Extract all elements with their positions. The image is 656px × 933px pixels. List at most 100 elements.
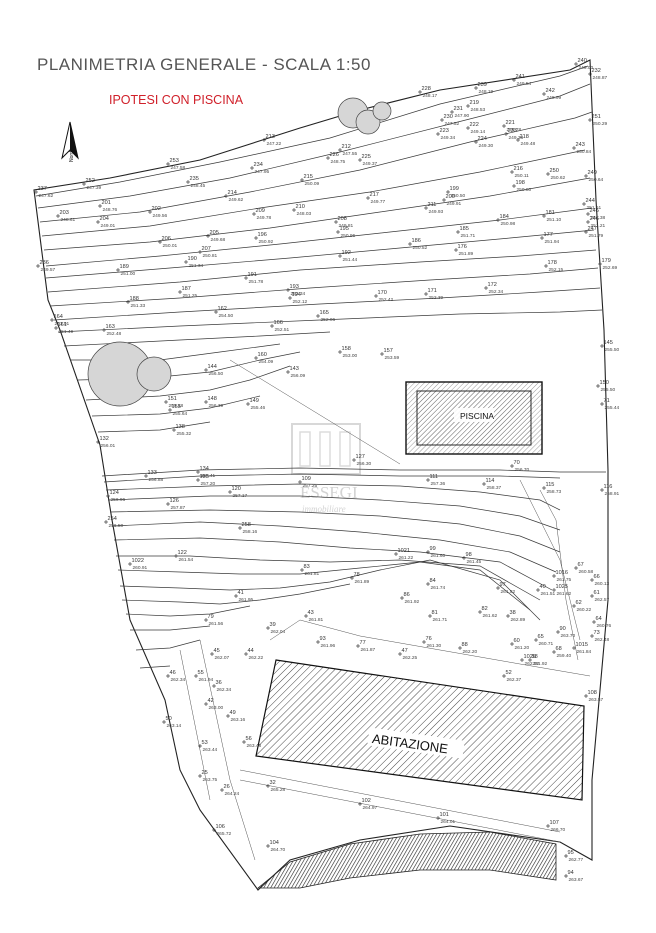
- survey-point-elevation: 256.09: [291, 373, 306, 379]
- survey-point-elevation: 262.20: [463, 649, 478, 655]
- survey-point-id: 26: [224, 784, 230, 790]
- survey-point-elevation: 251.21: [591, 223, 606, 229]
- survey-point-elevation: 251.33: [131, 303, 146, 309]
- survey-point-elevation: 248.76: [103, 207, 118, 213]
- survey-point-id: 239: [478, 82, 487, 88]
- survey-point-id: 144: [208, 364, 217, 370]
- watermark-logo: ESSEGI immobiliare: [291, 423, 361, 514]
- survey-point-elevation: 261.95: [239, 597, 254, 603]
- survey-point-elevation: 255.44: [605, 405, 620, 411]
- survey-point-id: 163: [106, 324, 115, 330]
- survey-point-id: 223: [440, 128, 449, 134]
- survey-point-elevation: 262.77: [569, 857, 584, 863]
- survey-point-id: 70: [514, 460, 520, 466]
- survey-point-id: 135: [200, 474, 209, 480]
- survey-point-elevation: 256.96: [111, 497, 126, 503]
- survey-point-elevation: 250.96: [341, 233, 356, 239]
- survey-point-elevation: 255.32: [177, 431, 192, 437]
- survey-point-id: 122: [178, 550, 187, 556]
- survey-point-elevation: 262.34: [171, 677, 186, 683]
- survey-point-elevation: 249.54: [517, 81, 532, 87]
- survey-point-id: 102: [362, 798, 371, 804]
- survey-point-id: 143: [290, 366, 299, 372]
- survey-point-id: 62: [576, 600, 582, 606]
- survey-point-elevation: 257.17: [233, 493, 248, 499]
- watermark-tagline: immobiliare: [302, 504, 346, 514]
- survey-point-id: 218: [520, 134, 529, 140]
- survey-point-id: 249: [588, 170, 597, 176]
- survey-point-id: 237: [38, 186, 47, 192]
- survey-point-id: 243: [576, 142, 585, 148]
- survey-point-id: 186: [412, 238, 421, 244]
- survey-point-elevation: 251.44: [343, 257, 358, 263]
- survey-point-id: 90: [560, 626, 566, 632]
- survey-point-id: 258: [242, 522, 251, 528]
- survey-point-elevation: 261.89: [355, 579, 370, 585]
- survey-point-elevation: 249.34: [441, 135, 456, 141]
- survey-point-id: 217: [370, 192, 379, 198]
- survey-point-id: 226: [330, 152, 339, 158]
- survey-point-elevation: 249.38: [509, 135, 524, 141]
- survey-point-elevation: 263.48: [247, 743, 262, 749]
- survey-point-elevation: 248.61: [61, 217, 76, 223]
- survey-point-elevation: 249.01: [101, 223, 116, 229]
- survey-point-id: 39: [270, 622, 276, 628]
- survey-point-id: 65: [538, 634, 544, 640]
- survey-point-elevation: 249.78: [507, 127, 522, 133]
- survey-point-id: 164: [54, 314, 63, 320]
- survey-point-id: 52: [506, 670, 512, 676]
- survey-point-id: 250: [550, 168, 559, 174]
- survey-point-elevation: 261.81: [309, 617, 324, 623]
- survey-point-id: 84: [430, 578, 436, 584]
- survey-point-elevation: 252.51: [275, 327, 290, 333]
- survey-point-id: 195: [340, 226, 349, 232]
- survey-point-id: 127: [356, 454, 365, 460]
- survey-point-id: 86: [404, 592, 410, 598]
- survey-point-elevation: 260.71: [539, 641, 554, 647]
- survey-point-elevation: 252.15: [549, 267, 564, 273]
- survey-point-id: 224: [478, 136, 487, 142]
- survey-point-id: 77: [360, 640, 366, 646]
- survey-point-id: 66: [594, 574, 600, 580]
- survey-point-id: 240: [578, 58, 587, 64]
- survey-point-id: 202: [152, 206, 161, 212]
- survey-point-id: 247: [588, 226, 597, 232]
- survey-point-elevation: 257.36: [431, 481, 446, 487]
- watermark-brand: ESSEGI: [300, 483, 358, 502]
- survey-point-id: 178: [548, 260, 557, 266]
- survey-point-elevation: 257.20: [201, 481, 216, 487]
- survey-point-id: 67: [578, 562, 584, 568]
- survey-point-id: 208: [338, 216, 347, 222]
- survey-point-id: 210: [296, 204, 305, 210]
- survey-point-elevation: 258.91: [605, 491, 620, 497]
